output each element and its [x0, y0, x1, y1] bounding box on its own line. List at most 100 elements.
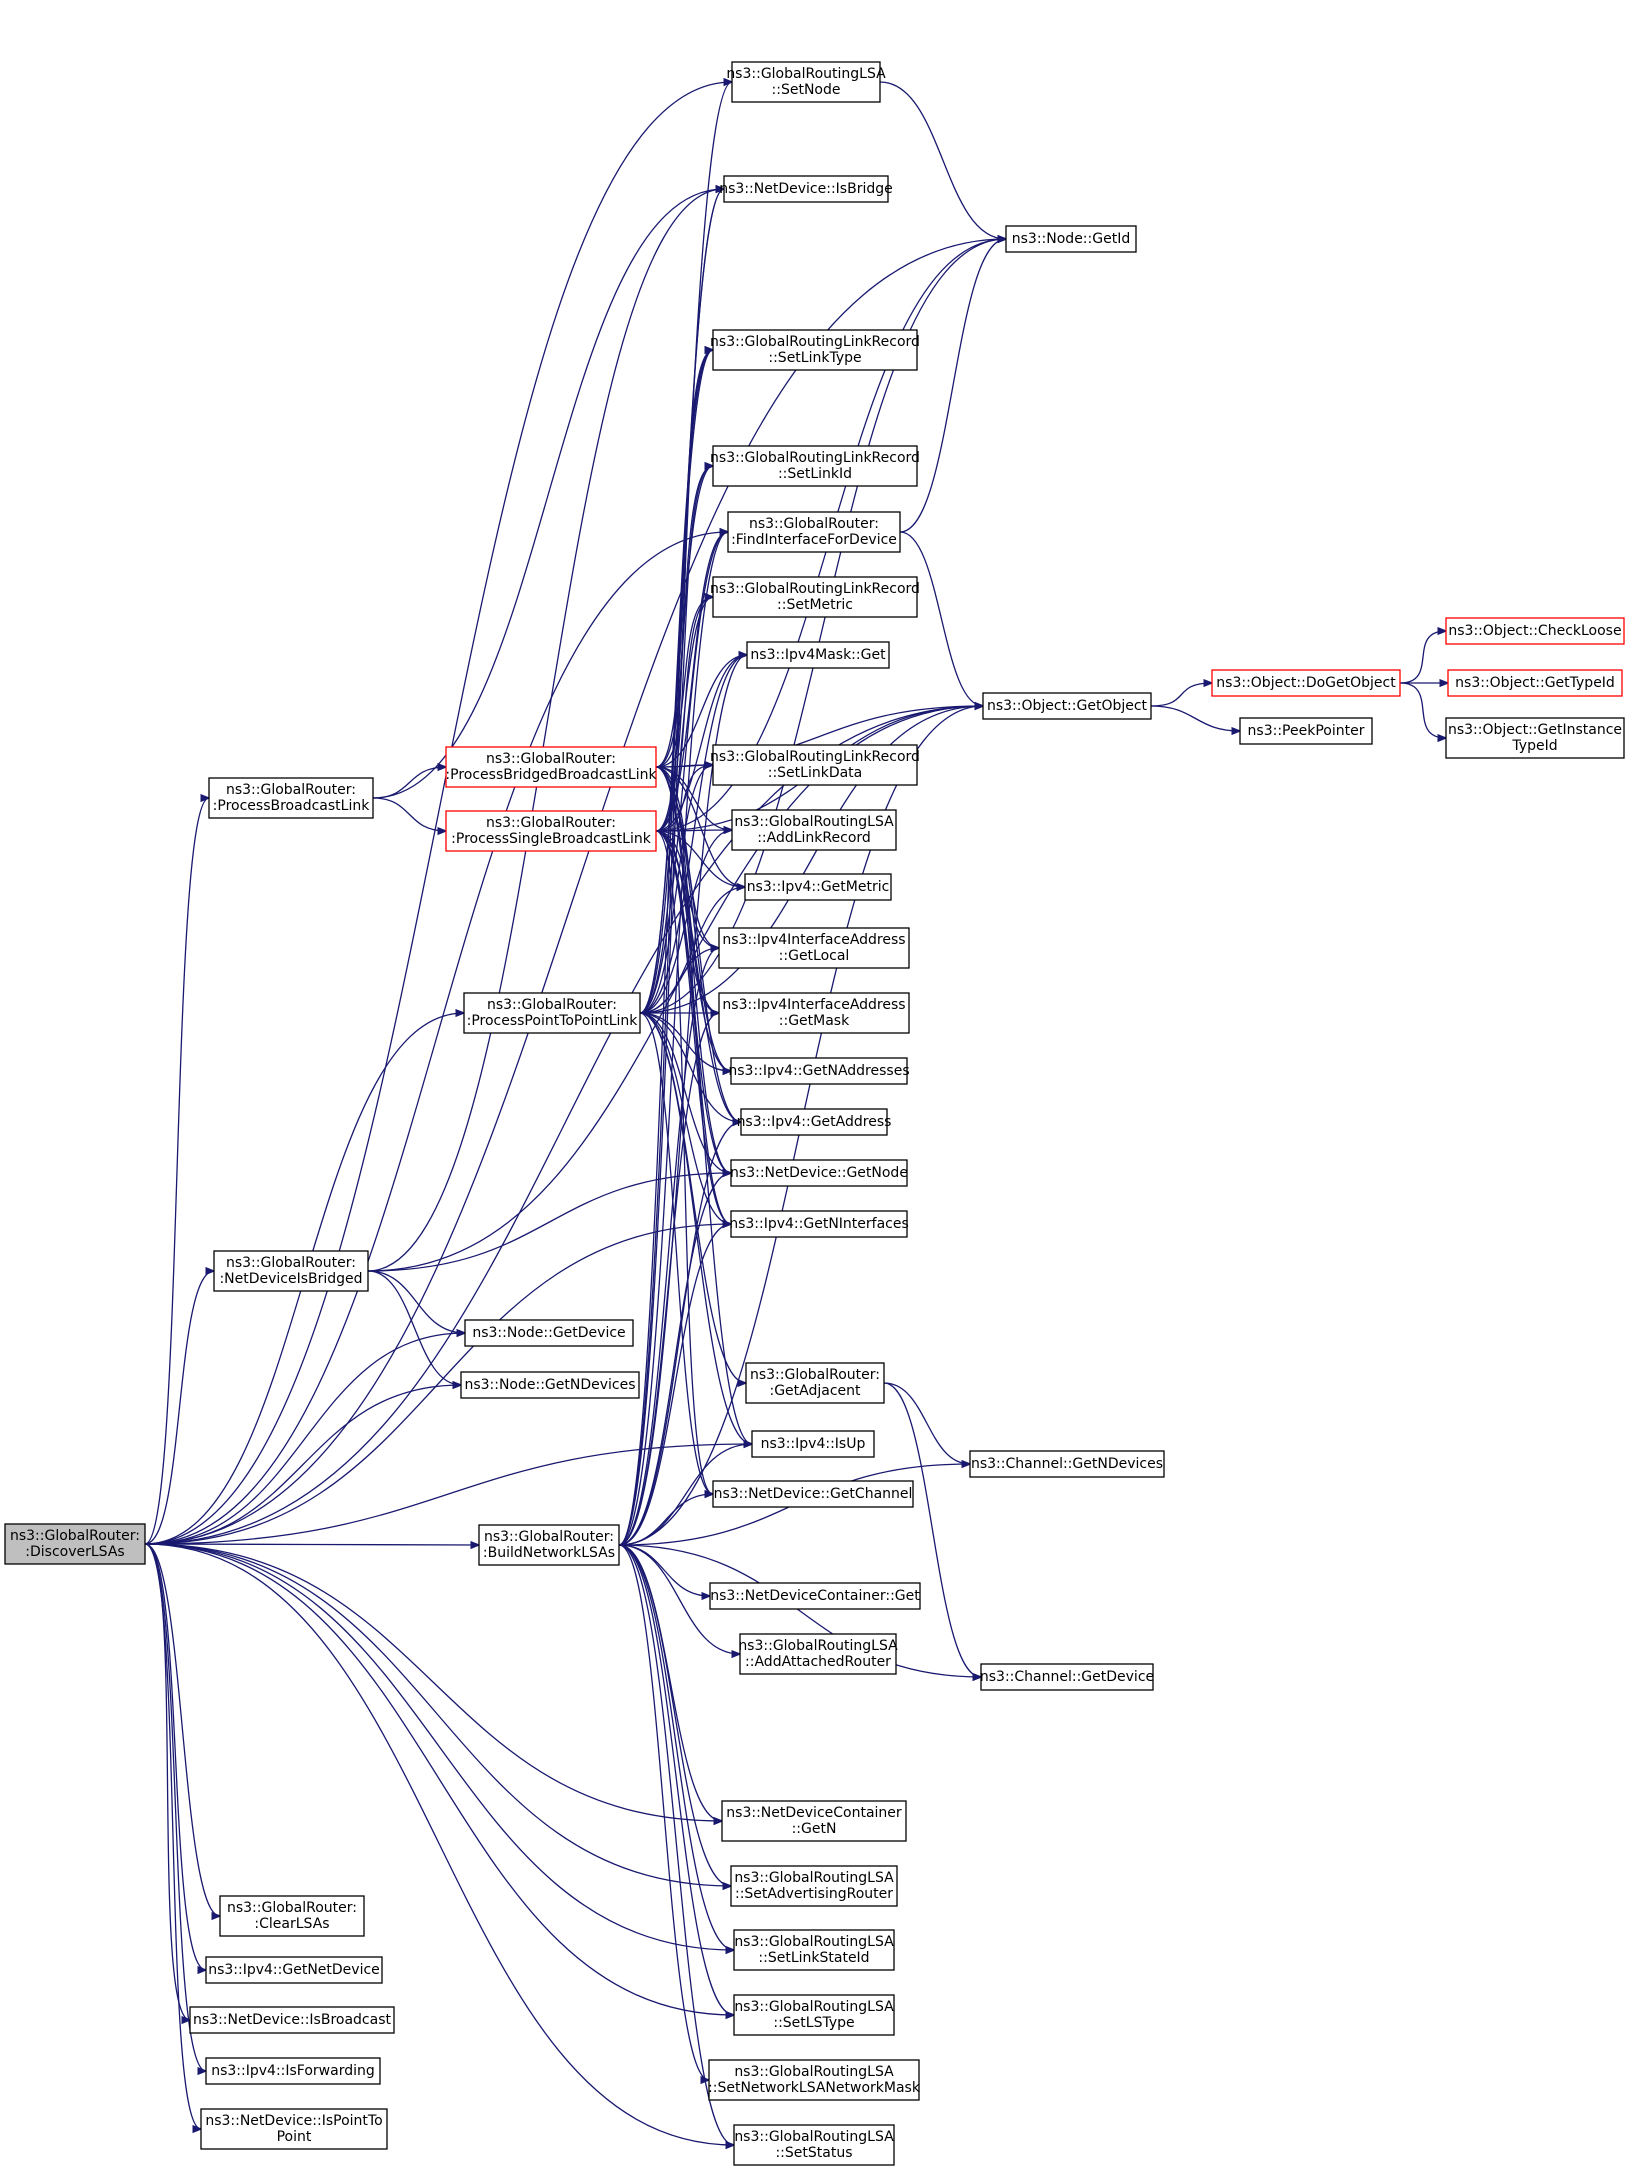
- node-channel-get-device[interactable]: ns3::Channel::GetDevice: [980, 1663, 1154, 1691]
- node-net-device-get-node[interactable]: ns3::NetDevice::GetNode: [730, 1159, 908, 1187]
- call-edge-build-network-ls-as-to-channel-get-device: [618, 1544, 981, 1677]
- node-if-addr-get-mask[interactable]: ns3::Ipv4InterfaceAddress::GetMask: [718, 992, 910, 1034]
- call-edge-process-point-to-point-link-to-find-interface-for-device: [639, 532, 728, 1014]
- node-label: ::AddAttachedRouter: [745, 1654, 891, 1670]
- node-label: ns3::Ipv4::IsForwarding: [211, 2063, 375, 2079]
- node-label: ns3::GlobalRoutingLSA: [734, 814, 894, 830]
- node-label: ns3::GlobalRouter:: [10, 1528, 140, 1544]
- node-get-adjacent[interactable]: ns3::GlobalRouter::GetAdjacent: [745, 1362, 885, 1404]
- node-label: ::SetLSType: [773, 2015, 854, 2031]
- node-process-bridged-broadcast-link[interactable]: ns3::GlobalRouter::ProcessBridgedBroadca…: [445, 746, 657, 788]
- node-node-get-id[interactable]: ns3::Node::GetId: [1005, 225, 1137, 253]
- node-lsa-set-advertising-router[interactable]: ns3::GlobalRoutingLSA::SetAdvertisingRou…: [730, 1865, 898, 1907]
- node-label: :FindInterfaceForDevice: [731, 532, 897, 548]
- node-ipv4-get-n-interfaces[interactable]: ns3::Ipv4::GetNInterfaces: [729, 1210, 909, 1238]
- node-process-broadcast-link[interactable]: ns3::GlobalRouter::ProcessBroadcastLink: [208, 777, 374, 819]
- node-box: [208, 777, 374, 819]
- node-net-device-container-get[interactable]: ns3::NetDeviceContainer::Get: [709, 1582, 921, 1610]
- call-edge-process-bridged-broadcast-link-to-net-device-get-node: [655, 766, 731, 1173]
- node-label: :ProcessBridgedBroadcastLink: [445, 767, 657, 783]
- node-box: [712, 576, 918, 618]
- node-peek-pointer[interactable]: ns3::PeekPointer: [1239, 717, 1373, 745]
- node-link-record-set-metric[interactable]: ns3::GlobalRoutingLinkRecord::SetMetric: [710, 576, 920, 618]
- call-edge-discover-ls-as-to-net-device-is-broadcast: [144, 1543, 190, 2020]
- node-net-device-is-bridged[interactable]: ns3::GlobalRouter::NetDeviceIsBridged: [213, 1250, 369, 1292]
- node-ipv4-get-n-addresses[interactable]: ns3::Ipv4::GetNAddresses: [728, 1057, 910, 1085]
- node-label: ns3::Channel::GetNDevices: [971, 1456, 1163, 1472]
- node-label: ::GetLocal: [779, 948, 850, 964]
- node-lsa-add-attached-router[interactable]: ns3::GlobalRoutingLSA::AddAttachedRouter: [738, 1633, 898, 1675]
- call-edge-object-get-object-to-object-do-get-object: [1150, 683, 1212, 707]
- node-label: ns3::Ipv4::GetNInterfaces: [729, 1216, 909, 1232]
- node-box: [980, 1663, 1154, 1691]
- node-box: [745, 1362, 885, 1404]
- node-label: ns3::GlobalRoutingLinkRecord: [710, 749, 920, 765]
- node-ipv4-get-metric[interactable]: ns3::Ipv4::GetMetric: [744, 873, 892, 901]
- node-node-get-n-devices[interactable]: ns3::Node::GetNDevices: [460, 1371, 640, 1399]
- call-edge-discover-ls-as-to-clear-ls-as: [144, 1543, 220, 1916]
- node-find-interface-for-device[interactable]: ns3::GlobalRouter::FindInterfaceForDevic…: [727, 511, 901, 553]
- node-link-record-set-link-type[interactable]: ns3::GlobalRoutingLinkRecord::SetLinkTyp…: [710, 329, 920, 371]
- node-lsa-set-link-state-id[interactable]: ns3::GlobalRoutingLSA::SetLinkStateId: [733, 1929, 895, 1971]
- node-label: ns3::GlobalRoutingLSA: [734, 1870, 894, 1886]
- node-ipv4-mask-get[interactable]: ns3::Ipv4Mask::Get: [746, 641, 890, 669]
- node-process-single-broadcast-link[interactable]: ns3::GlobalRouter::ProcessSingleBroadcas…: [445, 810, 657, 852]
- call-edge-process-point-to-point-link-to-ipv4-mask-get: [639, 655, 747, 1014]
- call-edge-discover-ls-as-to-net-device-container-get-n: [144, 1543, 722, 1821]
- node-ipv4-get-net-device[interactable]: ns3::Ipv4::GetNetDevice: [205, 1956, 383, 1984]
- node-ipv4-get-address[interactable]: ns3::Ipv4::GetAddress: [737, 1108, 892, 1136]
- node-lsa-set-network-lsa-network-mask[interactable]: ns3::GlobalRoutingLSA::SetNetworkLSANetw…: [708, 2059, 921, 2101]
- call-edge-net-device-is-bridged-to-net-device-is-bridge: [367, 189, 724, 1272]
- node-label: ::SetNetworkLSANetworkMask: [708, 2080, 921, 2096]
- node-label: ns3::GlobalRoutingLinkRecord: [710, 581, 920, 597]
- node-box: [1239, 717, 1373, 745]
- node-box: [718, 992, 910, 1034]
- call-edge-object-do-get-object-to-object-get-instance-type-id: [1399, 682, 1446, 738]
- node-process-point-to-point-link[interactable]: ns3::GlobalRouter::ProcessPointToPointLi…: [463, 992, 641, 1034]
- node-box: [730, 1057, 908, 1085]
- node-box: [969, 1450, 1165, 1478]
- node-label: ns3::Object::GetObject: [987, 698, 1148, 714]
- node-box: [460, 1371, 640, 1399]
- node-net-device-is-bridge[interactable]: ns3::NetDevice::IsBridge: [719, 175, 893, 203]
- node-ipv4-is-forwarding[interactable]: ns3::Ipv4::IsForwarding: [205, 2057, 381, 2085]
- node-if-addr-get-local[interactable]: ns3::Ipv4InterfaceAddress::GetLocal: [718, 927, 910, 969]
- node-channel-get-n-devices[interactable]: ns3::Channel::GetNDevices: [969, 1450, 1165, 1478]
- node-object-get-type-id[interactable]: ns3::Object::GetTypeId: [1447, 669, 1623, 697]
- node-link-record-set-link-data[interactable]: ns3::GlobalRoutingLinkRecord::SetLinkDat…: [710, 744, 920, 786]
- node-build-network-ls-as[interactable]: ns3::GlobalRouter::BuildNetworkLSAs: [478, 1524, 620, 1566]
- node-box: [219, 1895, 365, 1937]
- node-discover-ls-as[interactable]: ns3::GlobalRouter::DiscoverLSAs: [4, 1523, 146, 1565]
- node-label: ns3::GlobalRouter:: [226, 782, 356, 798]
- node-label: ns3::GlobalRouter:: [486, 815, 616, 831]
- node-ipv4-is-up[interactable]: ns3::Ipv4::IsUp: [751, 1430, 875, 1458]
- node-lsa-set-ls-type[interactable]: ns3::GlobalRoutingLSA::SetLSType: [733, 1994, 895, 2036]
- node-net-device-get-channel[interactable]: ns3::NetDevice::GetChannel: [712, 1480, 914, 1508]
- node-lsa-add-link-record[interactable]: ns3::GlobalRoutingLSA::AddLinkRecord: [731, 809, 897, 851]
- node-label: :ProcessPointToPointLink: [467, 1013, 639, 1029]
- call-edge-process-broadcast-link-to-net-device-is-bridge: [372, 189, 724, 799]
- node-lsa-set-node[interactable]: ns3::GlobalRoutingLSA::SetNode: [726, 61, 886, 103]
- node-net-device-container-get-n[interactable]: ns3::NetDeviceContainer::GetN: [721, 1800, 907, 1842]
- node-object-check-loose[interactable]: ns3::Object::CheckLoose: [1445, 617, 1625, 645]
- node-box: [723, 175, 889, 203]
- node-label: ns3::Node::GetNDevices: [464, 1377, 635, 1393]
- node-net-device-is-broadcast[interactable]: ns3::NetDevice::IsBroadcast: [189, 2006, 395, 2034]
- node-object-get-object[interactable]: ns3::Object::GetObject: [982, 692, 1152, 720]
- node-object-do-get-object[interactable]: ns3::Object::DoGetObject: [1211, 669, 1401, 697]
- node-label: ns3::GlobalRoutingLinkRecord: [710, 450, 920, 466]
- call-edge-discover-ls-as-to-process-broadcast-link: [144, 798, 209, 1545]
- call-edge-process-bridged-broadcast-link-to-lsa-add-link-record: [655, 766, 732, 830]
- call-edge-build-network-ls-as-to-net-device-is-bridge: [618, 189, 724, 1546]
- node-label: ns3::GlobalRouter:: [484, 1529, 614, 1545]
- node-node-get-device[interactable]: ns3::Node::GetDevice: [464, 1319, 634, 1347]
- node-clear-ls-as[interactable]: ns3::GlobalRouter::ClearLSAs: [219, 1895, 365, 1937]
- node-label: ns3::NetDeviceContainer::Get: [710, 1588, 920, 1604]
- node-box: [708, 2059, 920, 2101]
- node-link-record-set-link-id[interactable]: ns3::GlobalRoutingLinkRecord::SetLinkId: [710, 445, 920, 487]
- node-label: TypeId: [1511, 738, 1557, 754]
- node-box: [727, 511, 901, 553]
- node-lsa-set-status[interactable]: ns3::GlobalRoutingLSA::SetStatus: [733, 2124, 895, 2166]
